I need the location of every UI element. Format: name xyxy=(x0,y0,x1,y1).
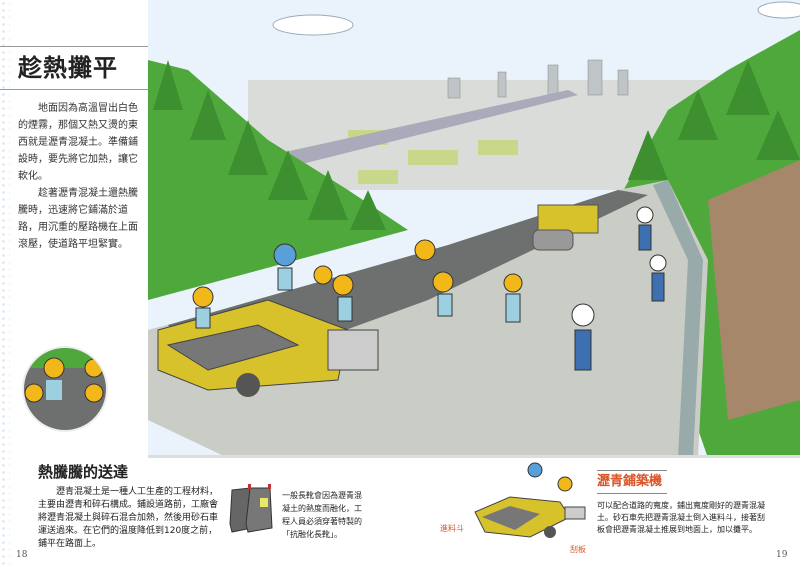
intro-text: 地面因為高溫冒出白色的煙霧，那個又熱又燙的東西就是瀝青混凝土。準備鋪設時，要先將… xyxy=(18,100,144,253)
anti-melt-boots-illustration xyxy=(229,484,273,533)
page-number-right: 19 xyxy=(776,550,788,560)
intro-paragraph: 地面因為高溫冒出白色的煙霧，那個又熱又燙的東西就是瀝青混凝土。準備鋪設時，要先將… xyxy=(18,103,138,182)
page-number-left: 18 xyxy=(16,550,28,560)
hopper-label: 進料斗 xyxy=(440,524,464,533)
intro-paragraph: 趁著瀝青混凝土還熱騰騰時，迅速將它鋪滿於道路，用沉重的壓路機在上面滾壓，使道路平… xyxy=(18,188,138,250)
section-text: 瀝青混凝土是一種人工生產的工程材料，主要由瀝青和碎石構成。鋪設道路前，工廠會將瀝… xyxy=(38,487,219,549)
section-title: 熱騰騰的送達 xyxy=(38,463,129,481)
page-edge-dots xyxy=(0,0,10,566)
boots-caption: 一般長靴會因為瀝青混凝土的熱度而融化，工程人員必須穿著特製的「抗融化長靴」。 xyxy=(282,491,362,539)
paver-text: 可以配合道路的寬度，鋪出寬度剛好的瀝青混凝土。砂石車先把瀝青混凝土倒入進料斗，接… xyxy=(597,501,765,534)
asphalt-paver-illustration xyxy=(474,462,586,538)
title-bar: 趁熱攤平 xyxy=(0,46,148,90)
screed-label: 刮板 xyxy=(570,545,586,554)
paver-title: 瀝青鋪築機 xyxy=(597,470,667,494)
road-paving-illustration xyxy=(148,0,800,458)
worker-closeup-inset xyxy=(22,346,108,432)
page-title: 趁熱攤平 xyxy=(18,54,118,82)
